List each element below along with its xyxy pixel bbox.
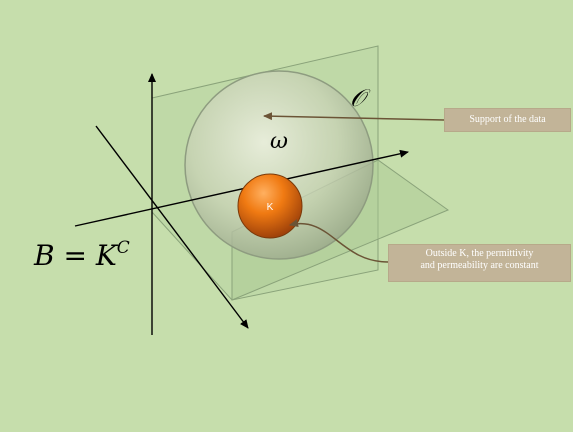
outside-arrow: [289, 219, 389, 263]
outside-callout: Outside K, the permittivity and permeabi…: [388, 244, 571, 282]
outside-callout-line2: and permeability are constant: [420, 260, 539, 271]
label-k: K: [267, 202, 274, 213]
support-callout: Support of the data: [444, 108, 571, 132]
label-b-superscript: C: [117, 238, 130, 258]
horizontal-axis: [74, 149, 409, 227]
diagonal-axis: [95, 125, 249, 329]
ball-k: [237, 173, 303, 239]
label-b-equals-kc: B = KC: [33, 238, 130, 272]
support-callout-text: Support of the data: [469, 114, 546, 125]
label-omega: ω: [270, 129, 288, 154]
support-arrow: [263, 112, 445, 121]
label-b-main: B = K: [33, 239, 119, 272]
outside-callout-line1: Outside K, the permittivity: [425, 248, 534, 259]
